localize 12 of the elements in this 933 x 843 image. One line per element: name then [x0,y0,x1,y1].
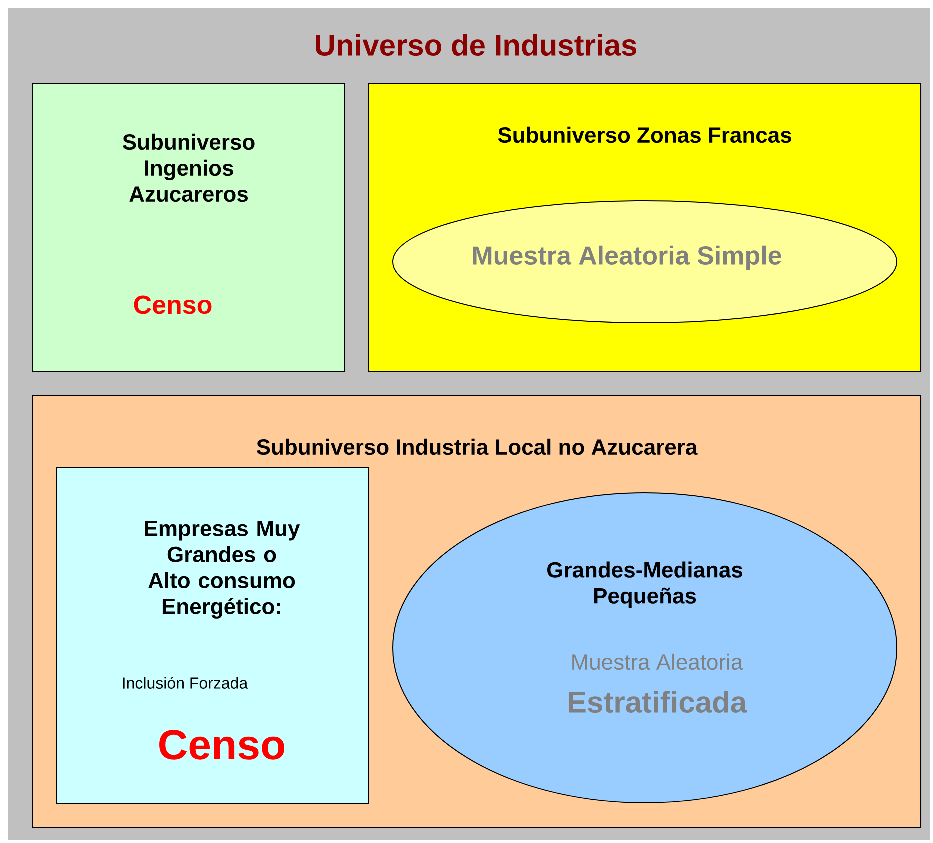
method-label: Estratificada [568,690,748,714]
heading: Subuniverso Zonas Francas [498,126,792,144]
method-label: Muestra Aleatoria Simple [473,246,782,270]
method-label: Censo [160,730,285,760]
heading: Subuniverso Industria Local no Azucarera [256,438,698,456]
heading: Grandes-Medianas Pequeñas [548,562,743,608]
note-text: Inclusión Forzada [123,677,248,689]
heading: Subuniverso Ingenios Azucareros [123,134,255,202]
method-label: Muestra Aleatoria [572,654,744,670]
heading: Empresas Muy Grandes o Alto consumo Energético: [145,521,300,619]
method-label: Censo [134,296,212,314]
title: Universo de Industrias [316,34,636,56]
